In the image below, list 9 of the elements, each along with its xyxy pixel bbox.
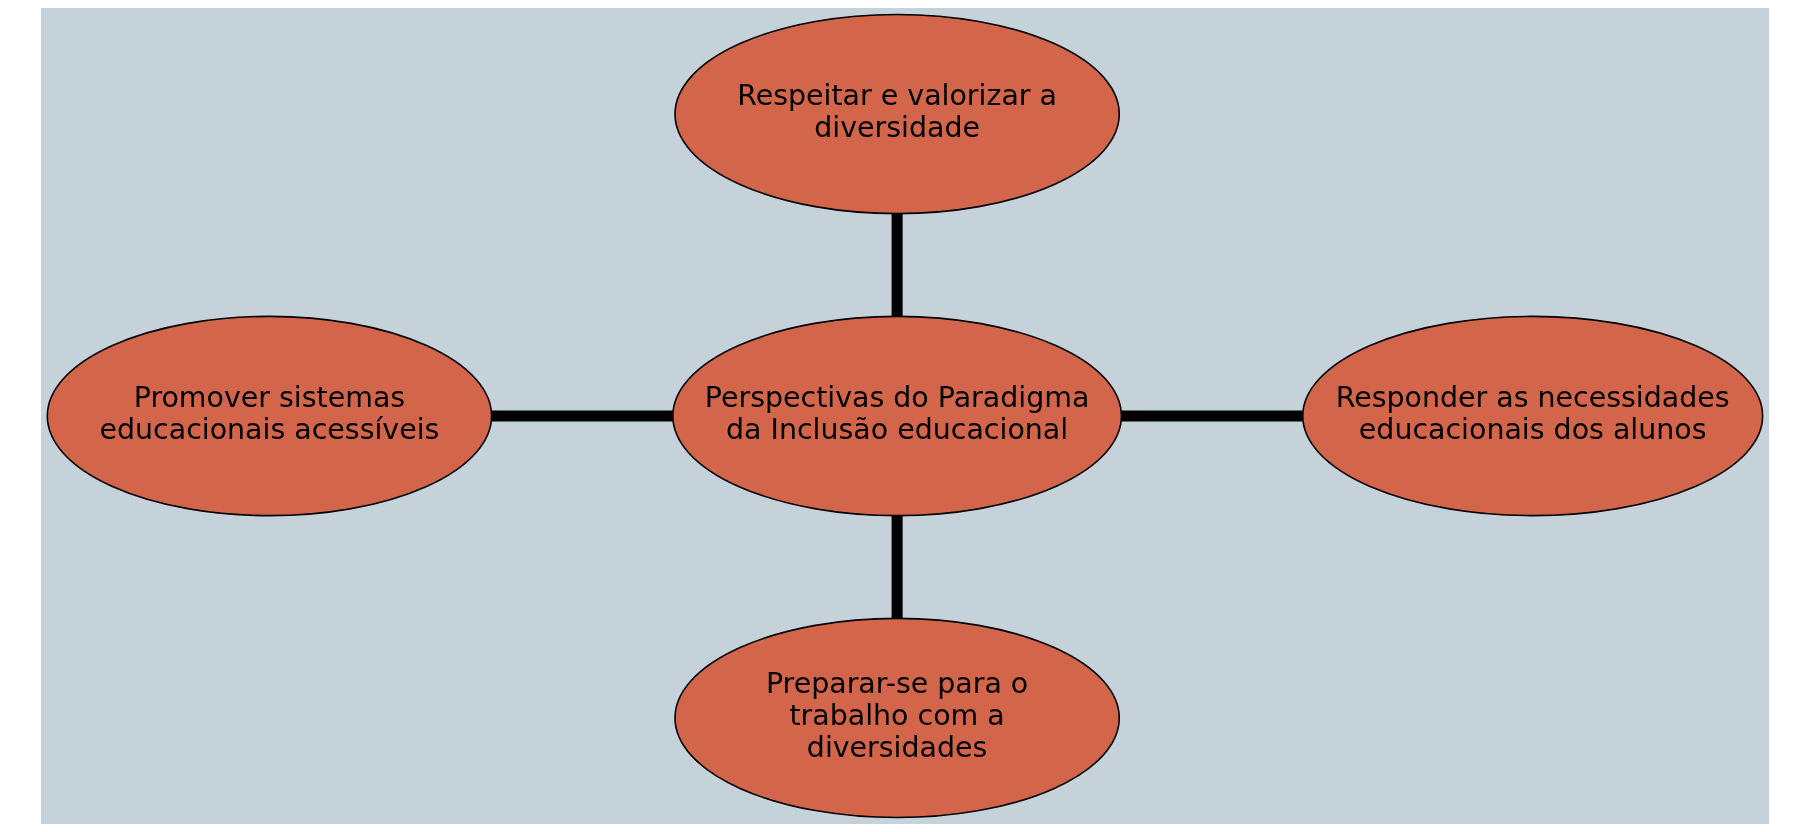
connector xyxy=(891,515,903,619)
node-ellipse: Responder as necessidades educacionais dos alunos xyxy=(1301,315,1764,517)
connector xyxy=(1121,410,1303,422)
node-ellipse: Promover sistemas educacionais acessíveis xyxy=(46,315,493,517)
connector xyxy=(891,213,903,317)
node-ellipse: Respeitar e valorizar a diversidade xyxy=(674,13,1121,215)
connector xyxy=(491,410,673,422)
node-ellipse: Preparar-se para o trabalho com a diversidades xyxy=(674,617,1121,819)
node-ellipse: Perspectivas do Paradigma da Inclusão educacional xyxy=(672,315,1123,517)
